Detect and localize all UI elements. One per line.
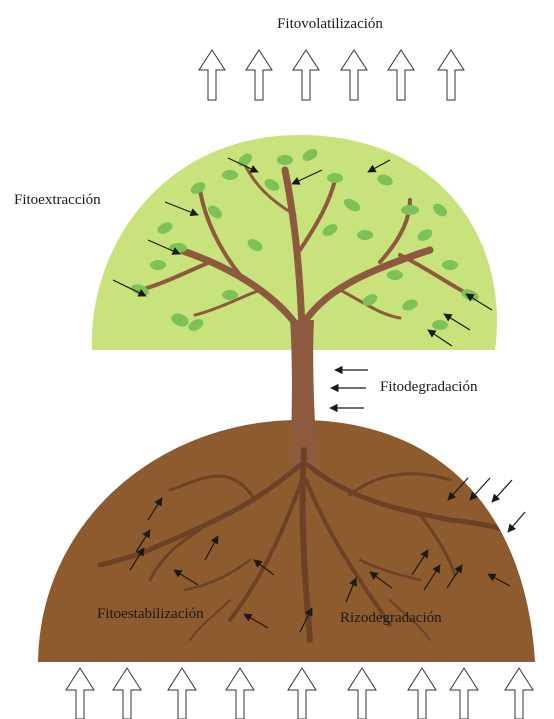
label-fitoextraccion: Fitoextracción xyxy=(14,192,101,208)
hollow-up-arrow-icon xyxy=(226,668,254,719)
hollow-up-arrow-icon xyxy=(246,50,272,100)
hollow-up-arrow-icon xyxy=(438,50,464,100)
soil-mound xyxy=(38,420,535,662)
uptake-arrows xyxy=(66,668,533,719)
hollow-up-arrow-icon xyxy=(505,668,533,719)
hollow-up-arrow-icon xyxy=(341,50,367,100)
hollow-up-arrow-icon xyxy=(199,50,225,100)
hollow-up-arrow-icon xyxy=(168,668,196,719)
label-fitoestabilizacion: Fitoestabilización xyxy=(97,606,204,622)
hollow-up-arrow-icon xyxy=(450,668,478,719)
hollow-up-arrow-icon xyxy=(113,668,141,719)
label-fitodegradacion: Fitodegradación xyxy=(380,379,478,395)
hollow-up-arrow-icon xyxy=(348,668,376,719)
trunk-arrows xyxy=(330,370,368,408)
thin-arrow-icon xyxy=(470,478,490,500)
label-rizodegradacion: Rizodegradación xyxy=(340,610,442,626)
hollow-up-arrow-icon xyxy=(66,668,94,719)
hollow-up-arrow-icon xyxy=(293,50,319,100)
hollow-up-arrow-icon xyxy=(388,50,414,100)
hollow-up-arrow-icon xyxy=(288,668,316,719)
hollow-up-arrow-icon xyxy=(408,668,436,719)
label-fitovolatilizacion: Fitovolatilización xyxy=(277,16,383,32)
thin-arrow-icon xyxy=(492,480,512,502)
volatilization-arrows xyxy=(199,50,464,100)
thin-arrow-icon xyxy=(508,512,525,532)
